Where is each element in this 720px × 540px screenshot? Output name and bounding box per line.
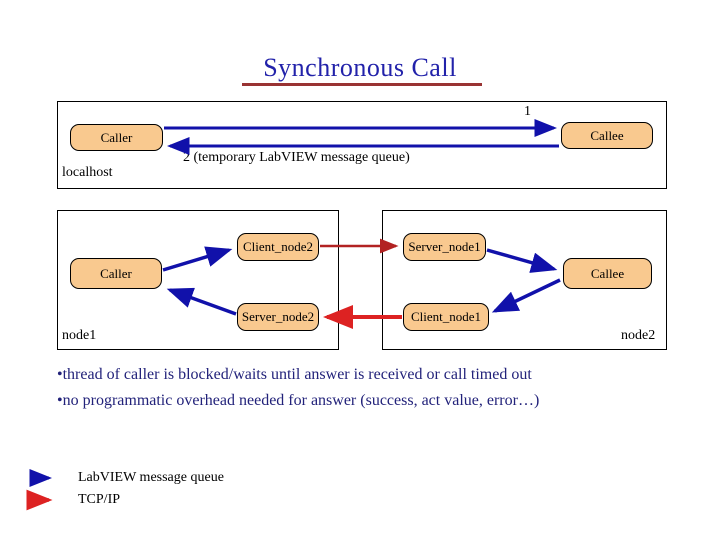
bullet-icon: •	[57, 366, 63, 383]
server-node2-label: Server_node2	[241, 309, 315, 324]
title-underline	[242, 83, 482, 86]
client-node2-label: Client_node2	[242, 239, 314, 254]
client-node1-box: Client_node1	[403, 303, 489, 331]
node1-caller-box: Caller	[70, 258, 162, 289]
node2-callee-box: Callee	[563, 258, 652, 289]
localhost-callee-label: Callee	[590, 127, 624, 143]
step-2-label: 2 (temporary LabVIEW message queue)	[183, 150, 410, 165]
localhost-frame	[57, 101, 667, 189]
localhost-callee-box: Callee	[561, 122, 653, 149]
node1-frame	[57, 210, 339, 350]
server-node1-label: Server_node1	[408, 239, 481, 254]
bullet-text: no programmatic overhead needed for answ…	[62, 392, 540, 409]
node2-frame	[382, 210, 667, 350]
bullet-icon: •	[57, 392, 63, 409]
server-node2-box: Server_node2	[237, 303, 319, 331]
bullet-item: •thread of caller is blocked/waits until…	[57, 366, 532, 384]
bullet-item: •no programmatic overhead needed for ans…	[57, 392, 539, 410]
server-node1-box: Server_node1	[403, 233, 486, 261]
step-1-label: 1	[524, 104, 531, 119]
localhost-caller-label: Caller	[100, 129, 133, 145]
legend-label-tcpip: TCP/IP	[78, 492, 121, 507]
client-node2-box: Client_node2	[237, 233, 319, 261]
page-title: Synchronous Call	[263, 53, 457, 82]
node1-caller-label: Caller	[100, 265, 132, 281]
node2-frame-label: node2	[621, 328, 656, 343]
localhost-caller-box: Caller	[70, 124, 163, 151]
node1-frame-label: node1	[62, 328, 97, 343]
legend-label-labview-queue: LabVIEW message queue	[78, 470, 224, 485]
node2-callee-label: Callee	[590, 265, 625, 281]
client-node1-label: Client_node1	[410, 309, 482, 324]
bullet-text: thread of caller is blocked/waits until …	[62, 366, 532, 383]
localhost-frame-label: localhost	[62, 165, 113, 180]
